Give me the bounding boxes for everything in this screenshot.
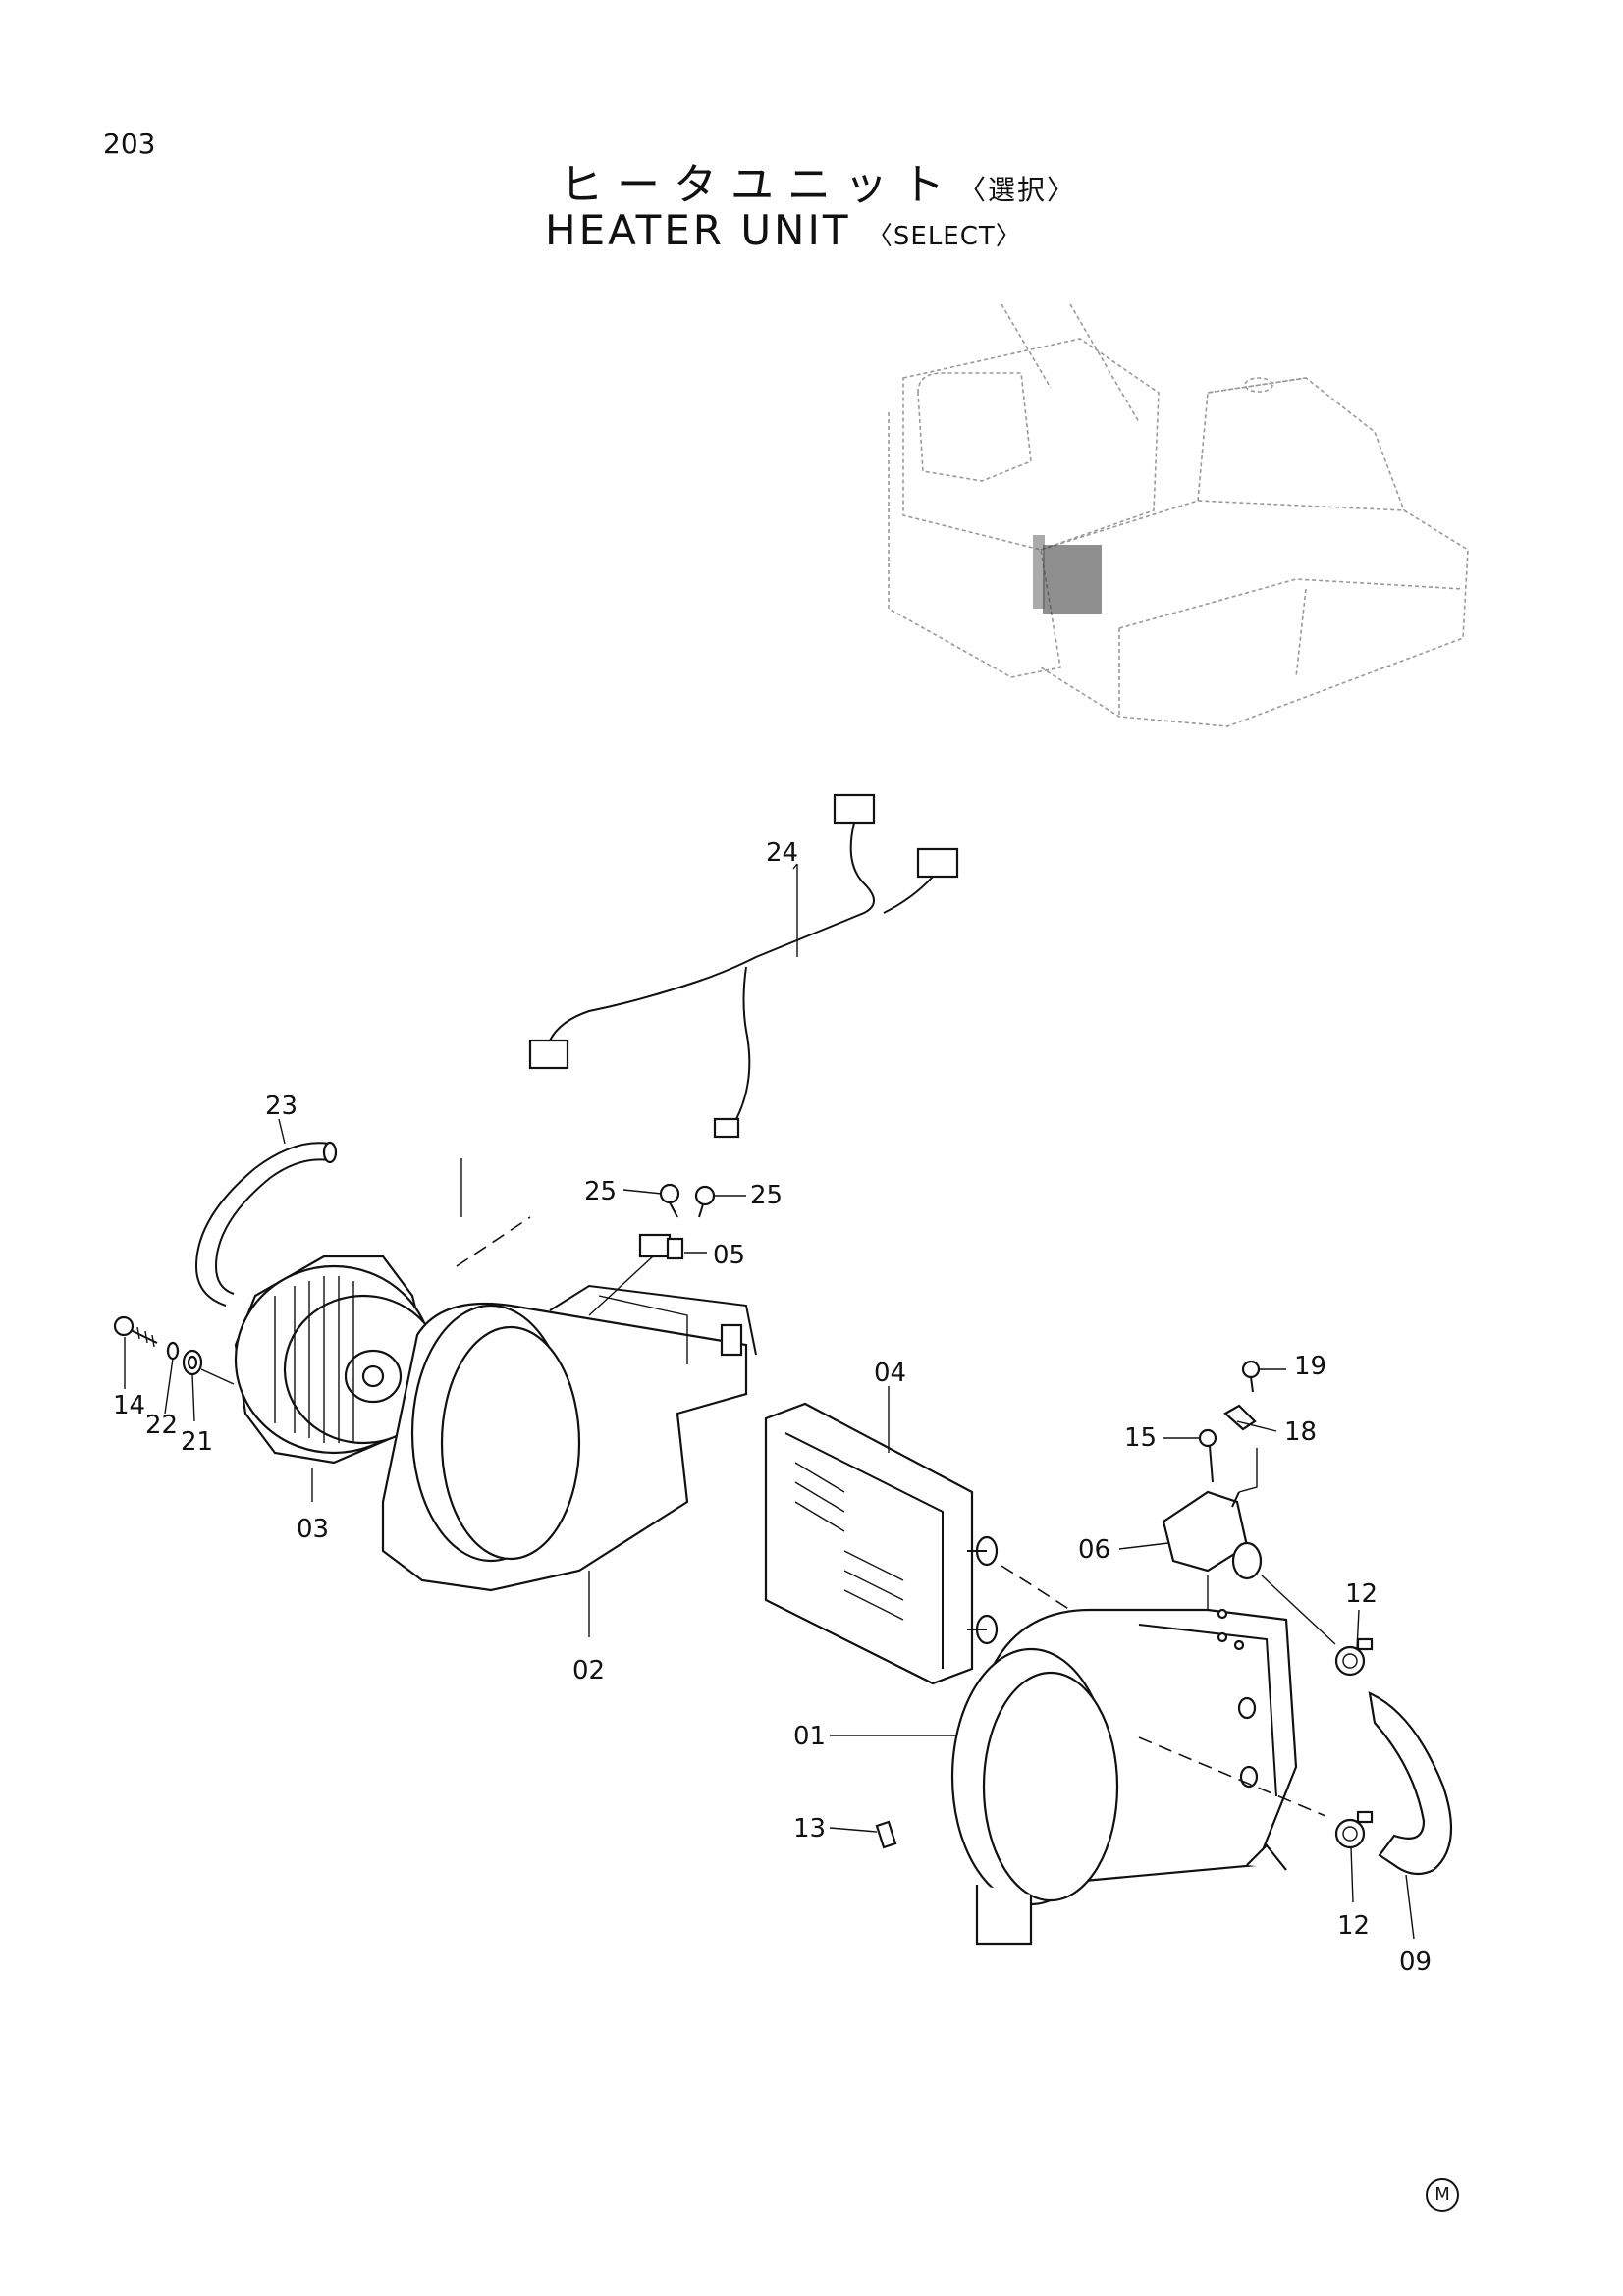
label-06: 06 xyxy=(1078,1535,1110,1565)
wire-harness xyxy=(528,793,959,1139)
label-12-upper: 12 xyxy=(1345,1579,1378,1609)
label-24: 24 xyxy=(766,838,798,868)
hose-23 xyxy=(194,1142,330,1307)
label-15: 15 xyxy=(1124,1423,1157,1453)
title-english: HEATER UNIT 〈SELECT〉 xyxy=(545,206,1022,254)
label-19: 19 xyxy=(1294,1352,1326,1381)
label-13: 13 xyxy=(793,1814,826,1843)
leader-lines xyxy=(124,863,1415,1940)
label-03: 03 xyxy=(297,1515,329,1544)
water-valve xyxy=(1162,1360,1336,1669)
title-english-text: HEATER UNIT xyxy=(545,206,851,254)
label-05: 05 xyxy=(713,1241,745,1270)
label-23: 23 xyxy=(265,1092,298,1121)
hose-clamp-lower xyxy=(1334,1810,1374,1849)
fastener-stack xyxy=(113,1315,235,1385)
heater-location-marker xyxy=(1043,545,1102,614)
hose-clamp-upper xyxy=(1334,1637,1374,1677)
case-02 xyxy=(381,1284,757,1592)
label-22: 22 xyxy=(145,1411,178,1440)
label-02: 02 xyxy=(572,1656,605,1685)
label-21: 21 xyxy=(181,1427,213,1457)
case-01 xyxy=(950,1608,1326,1946)
hose-09 xyxy=(1368,1691,1453,1876)
title-english-select: 〈SELECT〉 xyxy=(866,222,1022,251)
excavator-location-view xyxy=(888,303,1469,727)
title-japanese-select: 〈選択〉 xyxy=(958,174,1077,206)
label-04: 04 xyxy=(874,1359,906,1388)
label-25-left: 25 xyxy=(584,1177,617,1206)
label-14: 14 xyxy=(113,1391,145,1420)
title-japanese-text: ヒータユニット xyxy=(560,160,958,210)
page-mark: M xyxy=(1426,2178,1459,2212)
sensor-05 xyxy=(588,1183,716,1316)
label-18: 18 xyxy=(1284,1417,1317,1447)
label-09: 09 xyxy=(1399,1948,1432,1977)
heater-core xyxy=(764,1402,1071,1685)
label-25-right: 25 xyxy=(750,1181,783,1210)
page-number: 203 xyxy=(103,128,156,160)
label-01: 01 xyxy=(793,1722,826,1751)
clip-13 xyxy=(875,1820,897,1849)
title-japanese: ヒータユニット〈選択〉 xyxy=(560,149,1076,212)
label-12-lower: 12 xyxy=(1337,1911,1370,1941)
